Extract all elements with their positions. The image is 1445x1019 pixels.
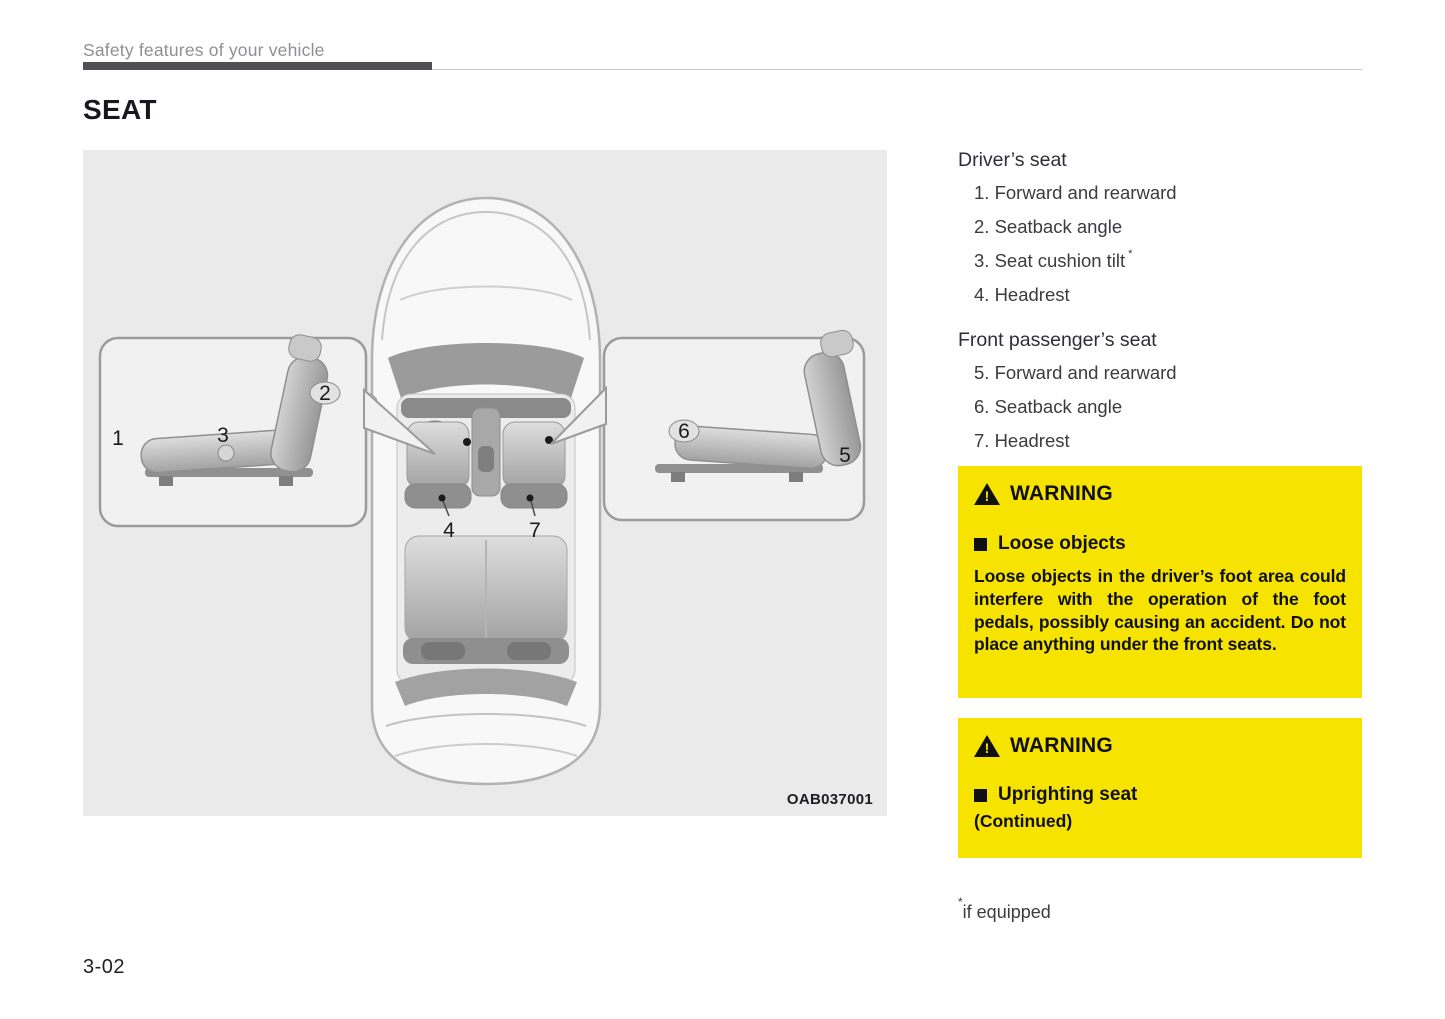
page-title: SEAT [83,94,157,125]
list-item: 5. Forward and rearward [974,362,1177,383]
diagram-label-2: 2 [319,382,331,405]
content-column: Driver’s seat 1. Forward and rearward 2.… [958,148,1362,458]
list-item: 1. Forward and rearward [974,182,1177,203]
passenger-seat-side-view [655,329,862,482]
passenger-seat-heading: Front passenger’s seat [958,329,1157,351]
page-number: 3-02 [83,956,126,978]
car-top-view [350,196,622,786]
diagram-label-7: 7 [529,519,541,542]
driver-seat-heading: Driver’s seat [958,149,1067,171]
vehicle-top-view-diagram: 1 2 3 4 5 6 7 [98,196,866,786]
driver-seat-side-view [140,334,341,486]
footnote: *if equipped [958,895,1051,923]
warning-box-uprighting-seat: ! WARNING Uprighting seat (Continued) [958,718,1362,858]
section-header: Safety features of your vehicle [83,40,325,60]
list-item: 7. Headrest [974,430,1070,451]
driver-seat-list: 1. Forward and rearward 2. Seatback angl… [958,176,1362,312]
list-item: 6. Seatback angle [974,396,1123,417]
warning-subtitle-row: Loose objects [974,533,1346,555]
driver-seat-top [406,421,470,489]
header-rule [83,69,1362,70]
warning-title-row: ! WARNING [974,734,1346,758]
diagram-label-5: 5 [839,444,851,467]
seat-diagram-figure: 1 2 3 4 5 6 7 OAB037001 [83,150,887,816]
warning-triangle-icon: ! [974,483,1000,505]
warning-title: WARNING [1010,482,1113,505]
warning-continued: (Continued) [974,811,1073,831]
footnote-text: if equipped [962,902,1051,922]
warning-box-loose-objects: ! WARNING Loose objects Loose objects in… [958,466,1362,698]
left-seat-callout [98,336,368,528]
left-callout-pointer [363,387,436,455]
footnote-star: * [958,895,963,909]
warning-title-row: ! WARNING [974,482,1346,506]
warning-subtitle: Loose objects [998,533,1126,554]
passenger-seat-top [502,421,566,489]
warning-subtitle: Uprighting seat [998,784,1138,805]
warning-exclamation: ! [984,488,990,504]
bullet-square-icon [974,537,987,551]
warning-subtitle-row: Uprighting seat [974,784,1346,806]
list-item: 4. Headrest [974,284,1070,305]
list-item-text: 3. Seat cushion tilt [974,250,1126,271]
diagram-label-4: 4 [443,519,455,542]
diagram-label-3: 3 [217,424,229,447]
figure-code: OAB037001 [786,791,873,808]
warning-body: Loose objects in the driver’s foot area … [974,566,1346,655]
footnote-marker: * [1128,248,1133,260]
warning-triangle-icon: ! [974,735,1000,757]
list-item: 2. Seatback angle [974,216,1123,237]
diagram-label-1: 1 [112,427,124,450]
header-bar [83,62,432,70]
warning-title: WARNING [1010,734,1113,757]
bullet-square-icon [974,788,987,802]
warning-exclamation: ! [984,740,990,756]
diagram-label-6: 6 [678,420,690,443]
right-callout-pointer [550,385,607,445]
passenger-seat-list: 5. Forward and rearward 6. Seatback angl… [958,356,1362,458]
list-item: 3. Seat cushion tilt* [958,244,1362,278]
